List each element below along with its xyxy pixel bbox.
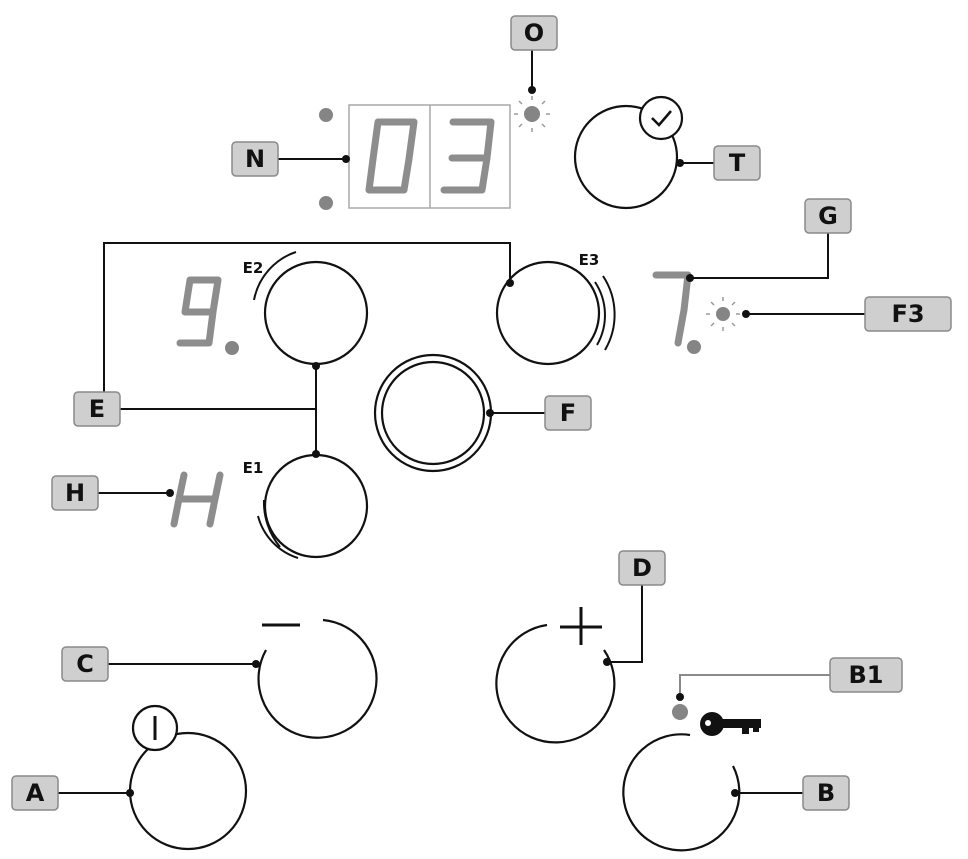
svg-text:B1: B1 [849,661,884,689]
timer-button[interactable] [573,95,684,210]
check-icon [651,110,672,127]
callout-c: C [61,646,109,682]
power-level-zone-e2 [176,276,239,355]
plus-button[interactable] [495,607,616,744]
zone-tag-e2: E2 [243,259,264,277]
callout-a: A [11,775,59,811]
zone-tag-e1: E1 [243,459,264,477]
callout-o: O [510,15,558,51]
callout-d: D [618,550,666,586]
key-lock-button[interactable] [622,712,761,852]
plus-icon [560,607,602,645]
zone-e1-button[interactable] [257,453,369,559]
callout-f3: F3 [864,296,952,332]
callout-n: N [231,141,279,177]
power-level-zone-e3 [652,271,701,354]
svg-text:E: E [89,395,105,423]
svg-text:F: F [560,399,576,427]
svg-text:A: A [26,779,45,807]
timer-colon-dot-top [319,108,333,122]
leader-lines [58,50,865,797]
svg-text:O: O [524,19,544,47]
power-button[interactable] [128,704,248,851]
svg-text:T: T [729,149,746,177]
callout-b: B [802,775,850,811]
zone-e1-indicator-arc [257,515,299,559]
callout-g: G [804,198,852,234]
svg-text:F3: F3 [891,300,924,328]
timer-digit-tens [365,118,418,194]
zone-e2-button[interactable] [253,251,369,366]
svg-text:H: H [65,479,85,507]
minus-button[interactable] [257,618,378,739]
svg-text:G: G [818,202,838,230]
key-icon [700,712,761,736]
zone-e3-button[interactable] [495,260,616,366]
callout-e: E [73,391,121,427]
svg-text:N: N [245,145,265,173]
callout-t: T [713,145,761,181]
svg-text:B: B [817,779,835,807]
svg-text:C: C [76,650,94,678]
key-lock-led [672,704,688,720]
zone-f-dual-button[interactable] [373,353,493,473]
callout-f: F [544,395,592,431]
callout-b1: B1 [829,657,903,693]
svg-text:D: D [632,554,652,582]
callout-h: H [51,475,99,511]
timer-indicator-led [514,96,550,132]
zone-tag-e3: E3 [579,251,600,269]
timer-display [319,104,511,210]
zone-f-indicator-led [706,297,740,331]
timer-colon-dot-bottom [319,196,333,210]
power-level-zone-e1 [170,471,224,528]
zone-e3-indicator-arc [594,281,606,346]
timer-digit-units [440,118,495,194]
zone-e2-indicator-arc [253,251,297,301]
